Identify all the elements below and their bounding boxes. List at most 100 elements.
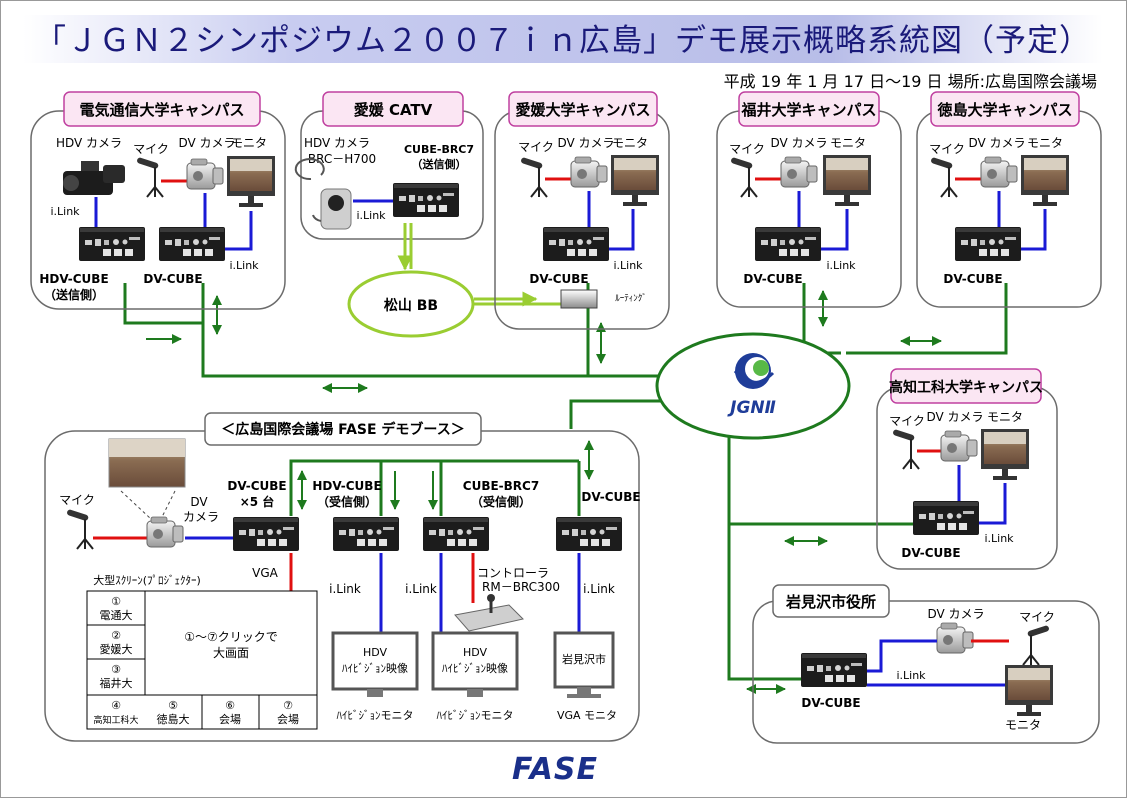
- site-uec-tab: [63, 91, 261, 127]
- iwamizawa-dv-camera-icon: [936, 622, 974, 654]
- fase-hdv-recv-label: （受信側）: [317, 494, 377, 509]
- site-iwamizawa-tab: [772, 584, 890, 618]
- uec-dv-camera-label: DV カメラ: [178, 136, 235, 150]
- site-uec-label: 電気通信大学キャンパス: [79, 101, 244, 119]
- hdv-monitor-2-line1: HDV: [463, 646, 488, 659]
- uec-ilink-label: i.Link: [50, 205, 80, 218]
- screen-cell-1[interactable]: ① 電通大: [100, 595, 133, 622]
- iwamizawa-dv-camera-label: DV カメラ: [927, 607, 984, 621]
- catv-lines: [397, 223, 561, 307]
- hdv-camera-icon: [63, 161, 125, 195]
- venue-photo-stage: [109, 439, 185, 457]
- ehime-mic-label: マイク: [518, 140, 554, 154]
- ehime-ilink-label: i.Link: [613, 259, 643, 272]
- uec-mic-label: マイク: [133, 142, 169, 156]
- site-tokushima-tab: [930, 91, 1080, 127]
- fase-brc7-icon: [423, 517, 489, 551]
- ehime-dv-camera-icon: [570, 156, 608, 188]
- jgn-label: JGNⅡ: [727, 398, 776, 418]
- site-ehime-label: 愛媛大学キャンパス: [515, 101, 650, 119]
- kochi-mic-label: マイク: [889, 414, 925, 428]
- screen-cell-6-num: ⑥: [225, 699, 235, 712]
- iwamizawa-ilink-label: i.Link: [896, 669, 926, 682]
- screen-cell-5[interactable]: ⑤ 徳島大: [157, 699, 190, 726]
- site-catv-label: 愛媛 CATV: [354, 101, 433, 119]
- fukui-ilink-lines: [797, 191, 849, 251]
- site-kochi-label: 高知工科大学キャンパス: [889, 379, 1043, 396]
- traffic-arrows: [146, 290, 942, 694]
- screen-cell-6[interactable]: ⑥ 会場: [219, 699, 241, 726]
- fase-controller-label: コントローラ: [477, 566, 549, 580]
- fase-dv-camera-icon: [146, 516, 184, 548]
- tokushima-dv-cube-label: DV-CUBE: [943, 272, 1002, 286]
- hdv-monitor-2-line2: ﾊｲﾋﾞｼﾞｮﾝ映像: [442, 662, 508, 675]
- uec-monitor-label: モニタ: [231, 136, 267, 150]
- page-title: 「ＪＧＮ２シンポジウム２００７ｉｎ広島」デモ展示概略系統図（予定）: [35, 23, 1091, 59]
- screen-cell-2[interactable]: ② 愛媛大: [100, 629, 133, 656]
- iwamizawa-monitor-icon: [1005, 665, 1053, 716]
- fase-hdv-cube-icon: [333, 517, 399, 551]
- site-fukui-label: 福井大学キャンパス: [740, 101, 876, 119]
- fukui-monitor-icon: [823, 155, 871, 206]
- ptz-camera-icon: [294, 158, 352, 230]
- fase-logo: FASE: [512, 752, 598, 787]
- joystick-controller-icon: [454, 594, 524, 632]
- date-place: 平成 19 年 1 月 17 日～19 日 場所:広島国際会議場: [724, 72, 1097, 91]
- kochi-dv-cube-label: DV-CUBE: [901, 546, 960, 560]
- ehime-ilink-lines: [587, 191, 635, 251]
- site-tokushima-label: 徳島大学キャンパス: [936, 101, 1072, 119]
- screen-main-line2: 大画面: [213, 646, 249, 660]
- screen-cell-6-name: 会場: [219, 713, 241, 726]
- hdv-monitor-1-line1: HDV: [363, 646, 388, 659]
- tokushima-dv-cube-icon: [955, 227, 1021, 261]
- screen-cell-4[interactable]: ④ 高知工科大: [93, 699, 138, 726]
- site-iwamizawa-label: 岩見沢市役所: [785, 593, 876, 611]
- view-line-left: [120, 490, 152, 520]
- uec-ilink-lines: [94, 193, 253, 251]
- fukui-mic-label: マイク: [729, 142, 765, 156]
- site-fase-tab: [204, 412, 482, 446]
- fase-dv-cube-right-icon: [556, 517, 622, 551]
- catv-send-side-label: （送信側）: [412, 157, 467, 171]
- kochi-monitor-label: モニタ: [987, 410, 1023, 424]
- screen-cell-1-name: 電通大: [100, 608, 133, 622]
- projector-screen[interactable]: [86, 590, 318, 730]
- screen-cell-3[interactable]: ③ 福井大: [100, 663, 133, 690]
- vga-monitor-caption: VGA モニタ: [557, 709, 617, 722]
- catv-ilink-label: i.Link: [356, 209, 386, 222]
- router-icon: [560, 289, 598, 309]
- kochi-ilink-lines: [957, 465, 1007, 525]
- fase-hdv-ilink-label: i.Link: [329, 582, 361, 596]
- fase-brc7-label: CUBE-BRC7: [463, 479, 539, 493]
- fase-vga-label: VGA: [252, 566, 279, 580]
- site-ehime-tab: [508, 91, 658, 127]
- fase-dv-cube-icon: [233, 517, 299, 551]
- hdv-monitor-1-line2: ﾊｲﾋﾞｼﾞｮﾝ映像: [342, 662, 408, 675]
- fase-dv-right-ilink-label: i.Link: [583, 582, 615, 596]
- site-kochi-tab: [890, 368, 1042, 404]
- fase-dv-cube-right-label: DV-CUBE: [581, 490, 640, 504]
- uec-dv-cube-label: DV-CUBE: [143, 272, 202, 286]
- screen-main-area[interactable]: ①～⑦クリックで 大画面: [184, 630, 278, 660]
- fukui-monitor-label: モニタ: [830, 136, 866, 150]
- screen-cell-1-num: ①: [111, 595, 121, 608]
- fase-brc7-ilink-label: i.Link: [405, 582, 437, 596]
- tokushima-mic-icon: [929, 155, 958, 198]
- tokushima-dv-camera-label: DV カメラ: [968, 136, 1025, 150]
- tokushima-ilink-lines: [997, 191, 1047, 251]
- screen-main-line1: ①～⑦クリックで: [184, 630, 278, 644]
- ehime-monitor-icon: [611, 155, 659, 206]
- screen-cell-7[interactable]: ⑦ 会場: [277, 699, 299, 726]
- screen-cell-3-name: 福井大: [100, 676, 133, 690]
- view-line-right: [160, 490, 176, 520]
- uec-ilink-label-2: i.Link: [229, 259, 259, 272]
- iwamizawa-mic-icon: [1022, 623, 1051, 666]
- fukui-dv-camera-label: DV カメラ: [770, 136, 827, 150]
- hdv-monitor-1-caption: ﾊｲﾋﾞｼﾞｮﾝモニタ: [337, 709, 414, 722]
- fase-mic-icon: [65, 507, 94, 550]
- site-catv-tab: [322, 91, 464, 127]
- vga-monitor-text: 岩見沢市: [562, 652, 606, 666]
- catv-cube-brc7-label: CUBE-BRC7: [404, 143, 474, 156]
- title-band: [23, 15, 1103, 63]
